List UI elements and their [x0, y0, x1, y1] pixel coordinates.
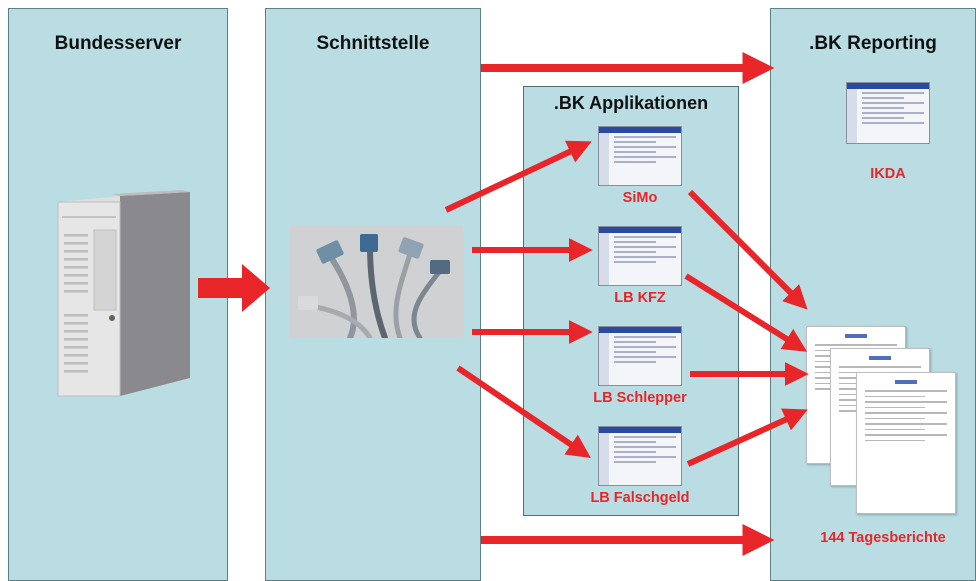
- arrow-to-simo: [444, 140, 592, 213]
- server-tower-image: [40, 190, 192, 402]
- arrow-to-lb-falschgeld: [456, 365, 591, 459]
- lb-falschgeld-screenshot: [598, 426, 682, 486]
- arrow-lb-falschgeld-to-reports: [686, 408, 808, 467]
- applications-title: .BK Applikationen: [553, 93, 709, 113]
- cables-image: [290, 226, 463, 341]
- arrow-lb-kfz-to-reports: [684, 273, 808, 352]
- simo-screenshot: [598, 126, 682, 186]
- simo-label: SiMo: [622, 190, 658, 206]
- reports-label: 144 Tagesberichte: [820, 530, 946, 546]
- schnittstelle-title: Schnittstelle: [316, 33, 430, 54]
- arrow-server-to-interface: [198, 264, 270, 312]
- lb-schlepper-label: LB Schlepper: [593, 390, 687, 406]
- report-document: [856, 372, 956, 514]
- ikda-screenshot: [846, 82, 930, 144]
- ikda-label: IKDA: [870, 166, 906, 182]
- bundesserver-title: Bundesserver: [54, 33, 182, 54]
- reporting-title: .BK Reporting: [809, 33, 937, 54]
- arrow-simo-to-reports: [687, 189, 808, 310]
- lb-kfz-screenshot: [598, 226, 682, 286]
- lb-schlepper-screenshot: [598, 326, 682, 386]
- lb-falschgeld-label: LB Falschgeld: [590, 490, 690, 506]
- lb-kfz-label: LB KFZ: [614, 290, 666, 306]
